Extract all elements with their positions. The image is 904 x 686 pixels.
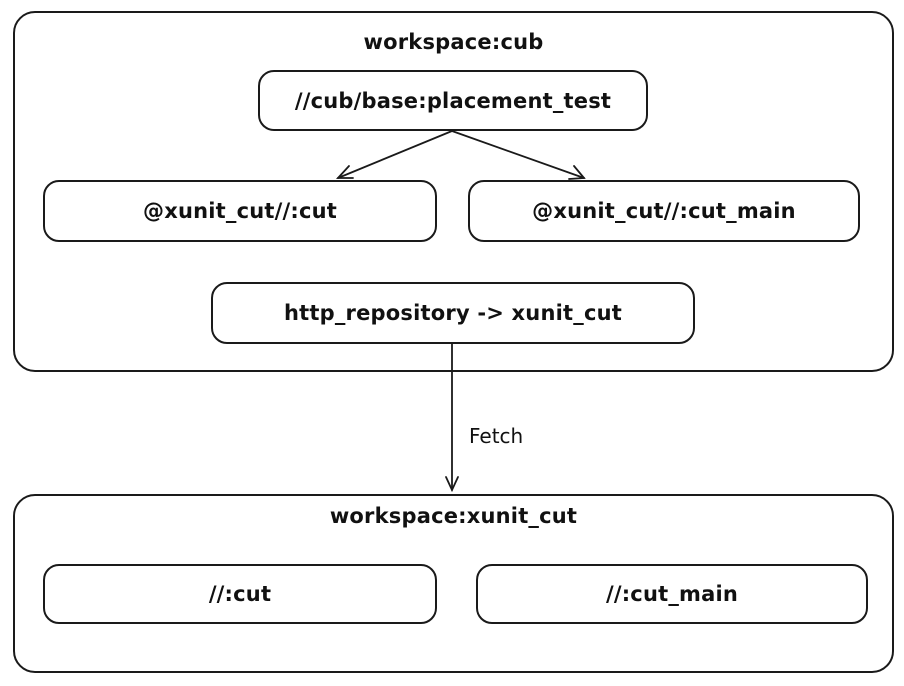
workspace-cub-title: workspace:cub [363,30,544,54]
node-http-repository: http_repository -> xunit_cut [211,282,695,344]
node-external-cut-main: @xunit_cut//:cut_main [468,180,860,242]
node-external-cut: @xunit_cut//:cut [43,180,437,242]
node-xunit-cut-main: //:cut_main [476,564,868,624]
fetch-edge-label: Fetch [469,424,524,448]
node-xunit-cut: //:cut [43,564,437,624]
workspace-xunit-cut-title: workspace:xunit_cut [329,504,578,528]
node-placement-test: //cub/base:placement_test [258,70,648,131]
